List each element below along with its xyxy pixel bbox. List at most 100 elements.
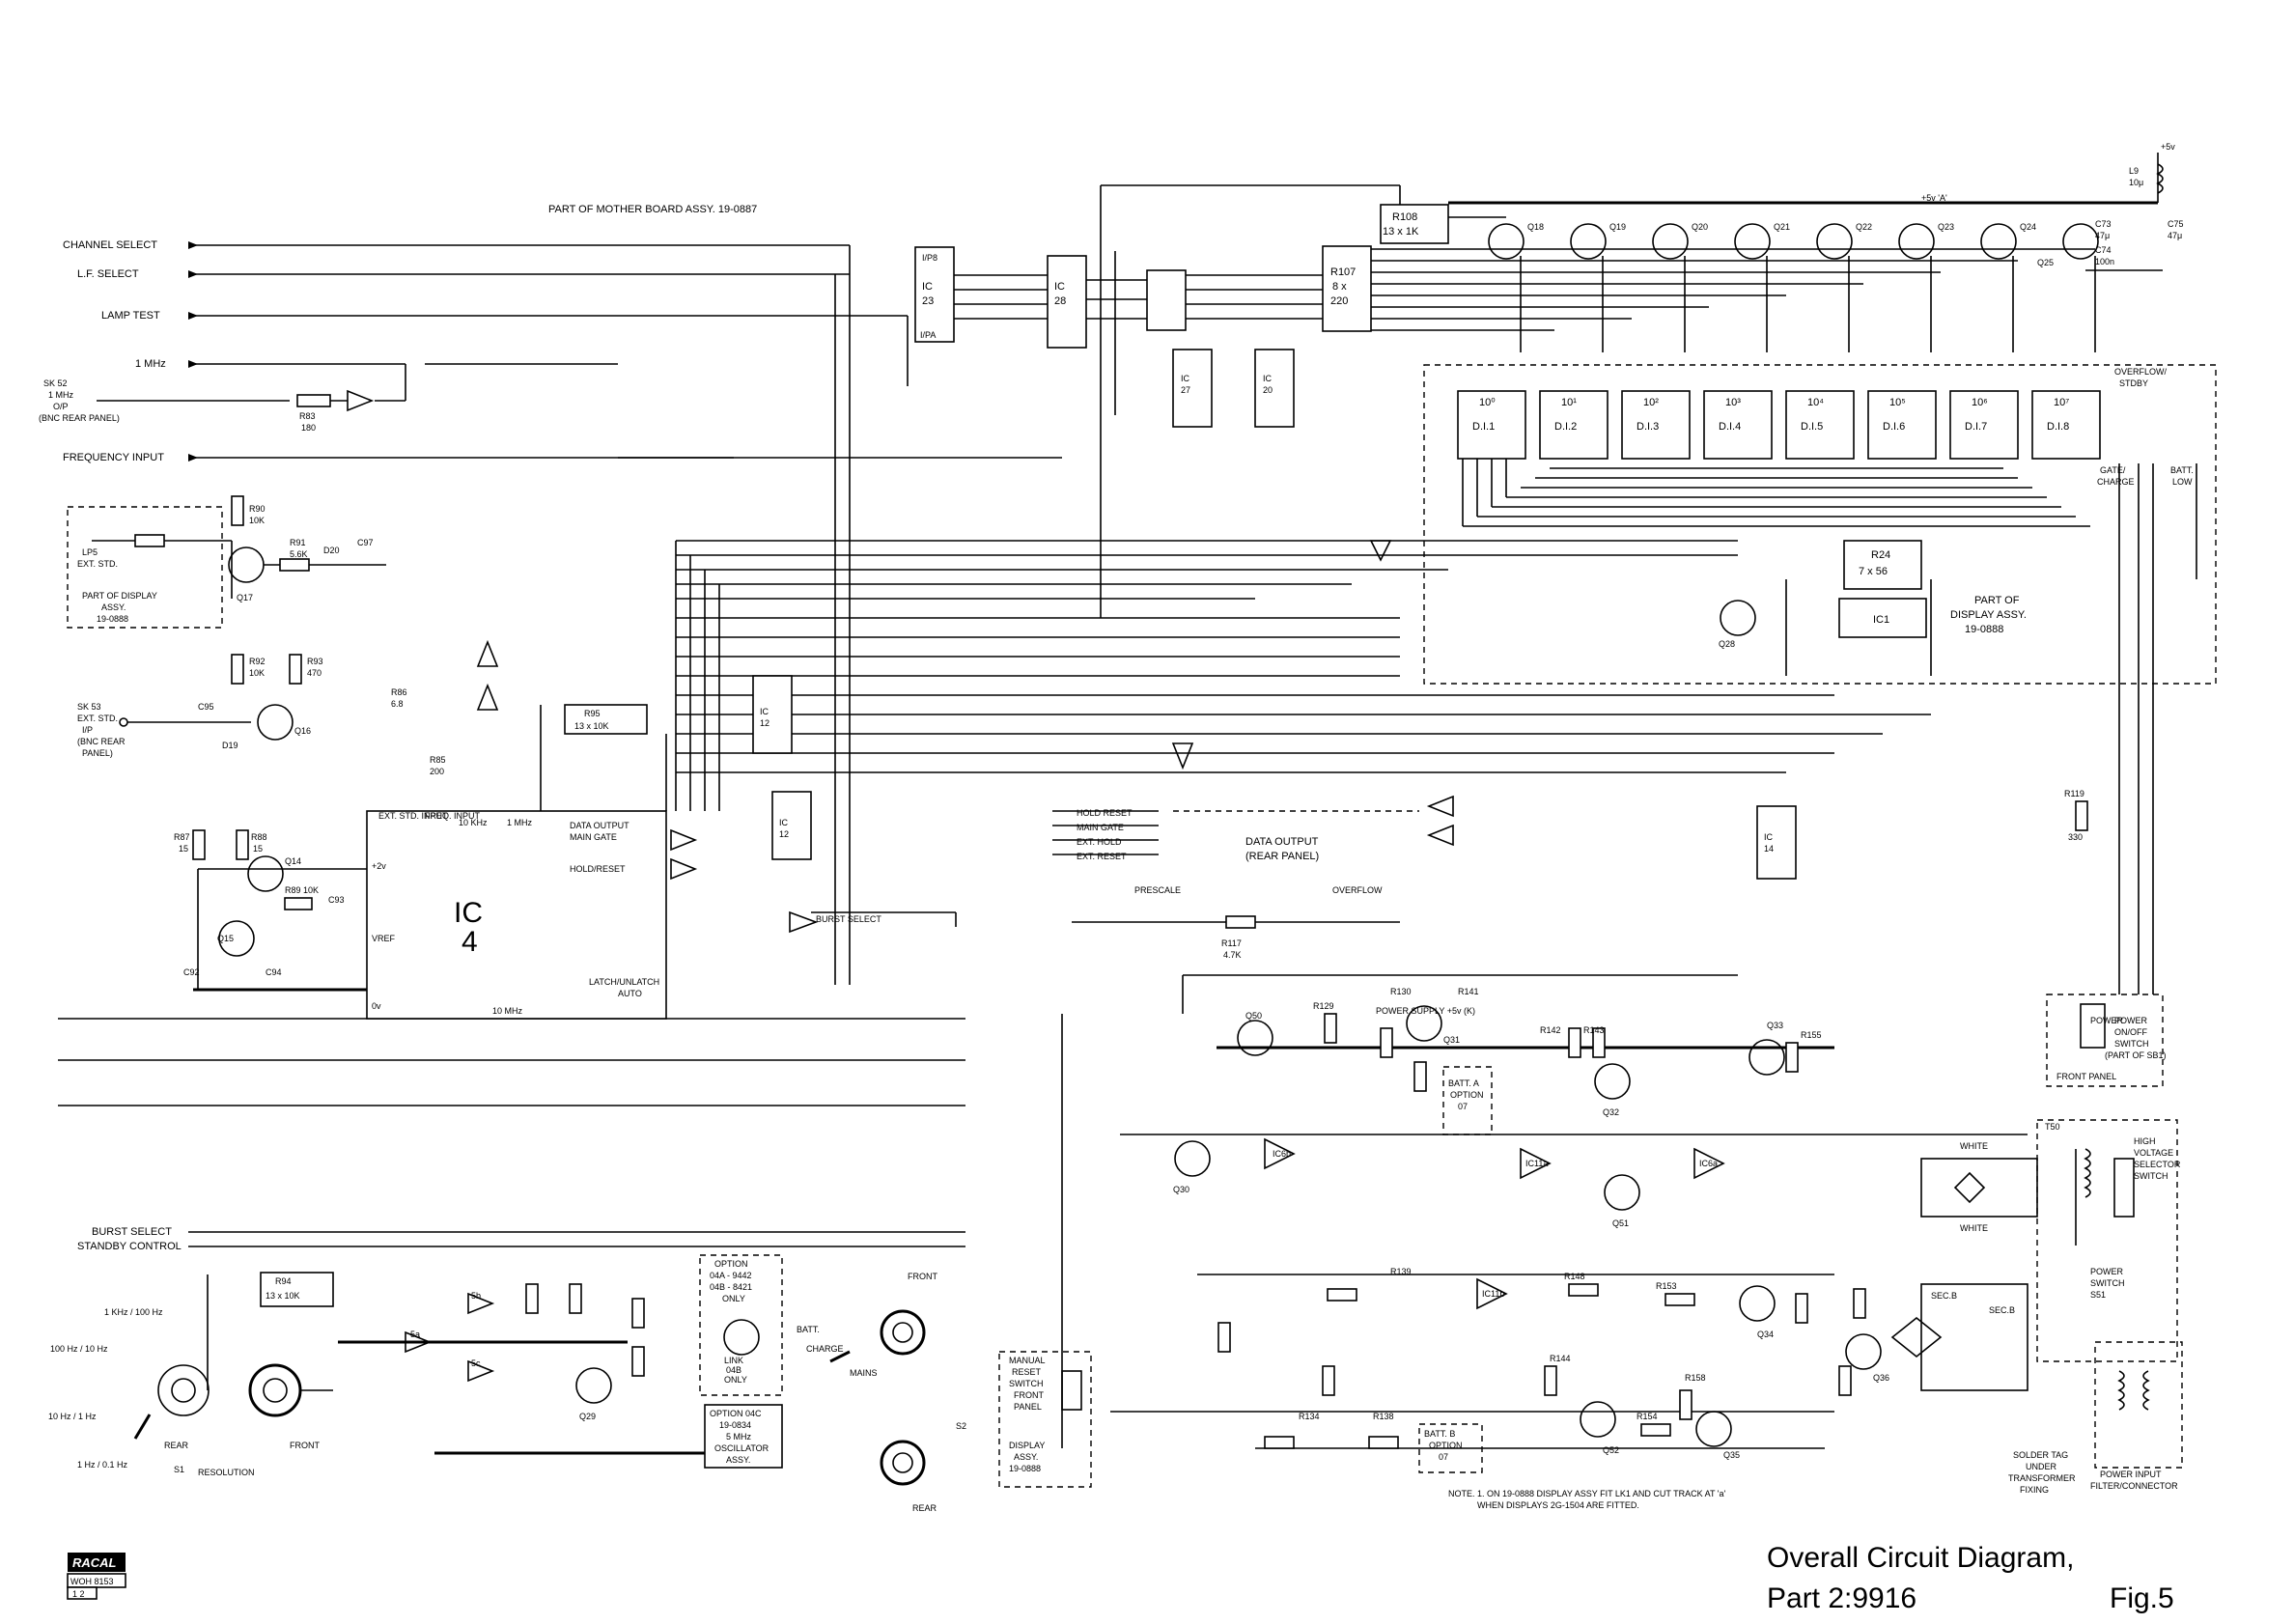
svg-text:15: 15	[253, 844, 263, 854]
svg-text:OSCILLATOR: OSCILLATOR	[714, 1443, 769, 1453]
svg-text:8 x: 8 x	[1332, 281, 1347, 293]
svg-text:220: 220	[1330, 295, 1348, 307]
svg-text:Q18: Q18	[1527, 222, 1544, 232]
svg-text:R119: R119	[2064, 789, 2084, 798]
svg-text:Q31: Q31	[1443, 1035, 1460, 1045]
svg-text:ONLY: ONLY	[722, 1294, 745, 1303]
svg-text:SEC.B: SEC.B	[1931, 1291, 1957, 1301]
top-right-supply: +5v L9 10μ +5v 'A' C73 47μ C74 100n C75 …	[1921, 142, 2184, 271]
svg-text:10⁴: 10⁴	[1807, 397, 1824, 408]
svg-text:SWITCH: SWITCH	[2134, 1171, 2168, 1181]
svg-text:470: 470	[307, 668, 322, 678]
sk52-connector: SK 52 1 MHz O/P (BNC REAR PANEL) R83 180	[39, 364, 406, 433]
power-supply-section: POWER SUPPLY +5v (K) Q50 Q30 Q31 Q32 Q51…	[1061, 974, 2028, 1473]
svg-text:DISPLAY ASSY.: DISPLAY ASSY.	[1950, 609, 2027, 621]
display-assembly: 10⁰ 10¹ 10² 10³ 10⁴ 10⁵ 10⁶ 10⁷ D.I.1 D.…	[1423, 364, 2217, 685]
svg-text:07: 07	[1458, 1102, 1468, 1111]
svg-text:S1: S1	[174, 1465, 184, 1474]
svg-text:LOW: LOW	[2172, 477, 2193, 487]
svg-text:FREQ. INPUT: FREQ. INPUT	[425, 811, 481, 821]
input-arrows	[188, 241, 198, 462]
svg-text:LP5: LP5	[82, 547, 98, 557]
svg-text:R129: R129	[1313, 1001, 1334, 1011]
svg-text:C92: C92	[183, 967, 200, 977]
svg-text:180: 180	[301, 423, 316, 433]
svg-text:UNDER: UNDER	[2026, 1462, 2057, 1471]
svg-text:SK 52: SK 52	[43, 378, 68, 388]
svg-text:330: 330	[2068, 832, 2083, 842]
svg-text:Q35: Q35	[1723, 1450, 1740, 1460]
svg-text:TRANSFORMER: TRANSFORMER	[2008, 1473, 2076, 1483]
svg-text:GATE/: GATE/	[2100, 465, 2126, 475]
title-line-1: Overall Circuit Diagram,	[1767, 1542, 2074, 1574]
svg-text:Q17: Q17	[237, 593, 253, 602]
svg-text:SELECTOR: SELECTOR	[2134, 1160, 2181, 1169]
segment-bus	[1462, 459, 2090, 527]
svg-text:IC1: IC1	[1873, 614, 1889, 626]
svg-text:R155: R155	[1801, 1030, 1822, 1040]
svg-text:100n: 100n	[2095, 257, 2114, 266]
svg-text:S51: S51	[2090, 1290, 2106, 1300]
svg-text:19-0888: 19-0888	[1965, 624, 2003, 635]
svg-text:Q24: Q24	[2020, 222, 2036, 232]
svg-text:RESOLUTION: RESOLUTION	[198, 1468, 255, 1477]
svg-text:ASSY.: ASSY.	[101, 602, 126, 612]
svg-text:SEC.B: SEC.B	[1989, 1305, 2015, 1315]
svg-text:R91: R91	[290, 538, 306, 547]
svg-text:IC: IC	[922, 281, 933, 293]
svg-text:ASSY.: ASSY.	[1014, 1452, 1038, 1462]
svg-text:IC6a: IC6a	[1699, 1159, 1718, 1168]
svg-text:STDBY: STDBY	[2119, 378, 2148, 388]
svg-text:REAR: REAR	[912, 1503, 937, 1513]
svg-text:ON/OFF: ON/OFF	[2114, 1027, 2147, 1037]
svg-text:CHARGE: CHARGE	[806, 1344, 844, 1354]
lamp-test-label: LAMP TEST	[101, 310, 160, 322]
svg-text:19-0888: 19-0888	[1009, 1464, 1041, 1473]
svg-text:5 MHz: 5 MHz	[726, 1432, 752, 1442]
r95-block: R95 13 x 10K R86 6.8 R85 200	[391, 687, 667, 811]
svg-text:C97: C97	[357, 538, 374, 547]
svg-text:OPTION: OPTION	[1429, 1441, 1463, 1450]
svg-text:200: 200	[430, 767, 444, 776]
svg-text:+5v: +5v	[2161, 142, 2175, 152]
svg-text:REAR: REAR	[164, 1441, 189, 1450]
svg-text:R154: R154	[1637, 1412, 1658, 1421]
svg-text:R92: R92	[249, 657, 266, 666]
svg-text:4: 4	[462, 926, 478, 958]
svg-text:19-0834: 19-0834	[719, 1420, 751, 1430]
svg-text:BATT.: BATT.	[797, 1325, 820, 1334]
svg-text:13 x 10K: 13 x 10K	[266, 1291, 300, 1301]
svg-text:47μ: 47μ	[2168, 231, 2182, 240]
svg-text:VREF: VREF	[372, 934, 396, 943]
svg-text:I/P: I/P	[82, 725, 93, 735]
svg-text:Q34: Q34	[1757, 1330, 1774, 1339]
svg-text:07: 07	[1439, 1452, 1448, 1462]
svg-text:6.8: 6.8	[391, 699, 404, 709]
ic4-block: IC 4 EXT. STD. INPUT FREQ. INPUT 10 KHz …	[366, 810, 667, 1020]
svg-text:19-0888: 19-0888	[97, 614, 128, 624]
svg-text:D.I.4: D.I.4	[1719, 421, 1741, 433]
svg-text:10⁶: 10⁶	[1972, 397, 1988, 408]
svg-text:R83: R83	[299, 411, 316, 421]
svg-text:EXT. STD.: EXT. STD.	[77, 714, 118, 723]
svg-text:BURST SELECT: BURST SELECT	[816, 914, 881, 924]
svg-text:R89 10K: R89 10K	[285, 885, 319, 895]
svg-text:R24: R24	[1871, 549, 1890, 561]
svg-text:FIXING: FIXING	[2020, 1485, 2049, 1495]
burst-select-input-label: BURST SELECT	[92, 1226, 172, 1238]
svg-text:C94: C94	[266, 967, 282, 977]
svg-text:10μ: 10μ	[2129, 178, 2143, 187]
svg-text:IC6b: IC6b	[1273, 1149, 1291, 1159]
svg-text:12: 12	[760, 718, 769, 728]
svg-text:MAIN GATE: MAIN GATE	[570, 832, 617, 842]
svg-text:R148: R148	[1564, 1272, 1585, 1281]
svg-text:04B - 8421: 04B - 8421	[710, 1282, 752, 1292]
svg-text:HOLD/RESET: HOLD/RESET	[570, 864, 626, 874]
svg-text:20: 20	[1263, 385, 1273, 395]
svg-text:SK 53: SK 53	[77, 702, 101, 712]
svg-text:10K: 10K	[249, 668, 265, 678]
svg-text:HOLD RESET: HOLD RESET	[1077, 808, 1133, 818]
svg-text:IC: IC	[1054, 281, 1065, 293]
svg-text:FILTER/CONNECTOR: FILTER/CONNECTOR	[2090, 1481, 2178, 1491]
svg-text:Q22: Q22	[1856, 222, 1872, 232]
